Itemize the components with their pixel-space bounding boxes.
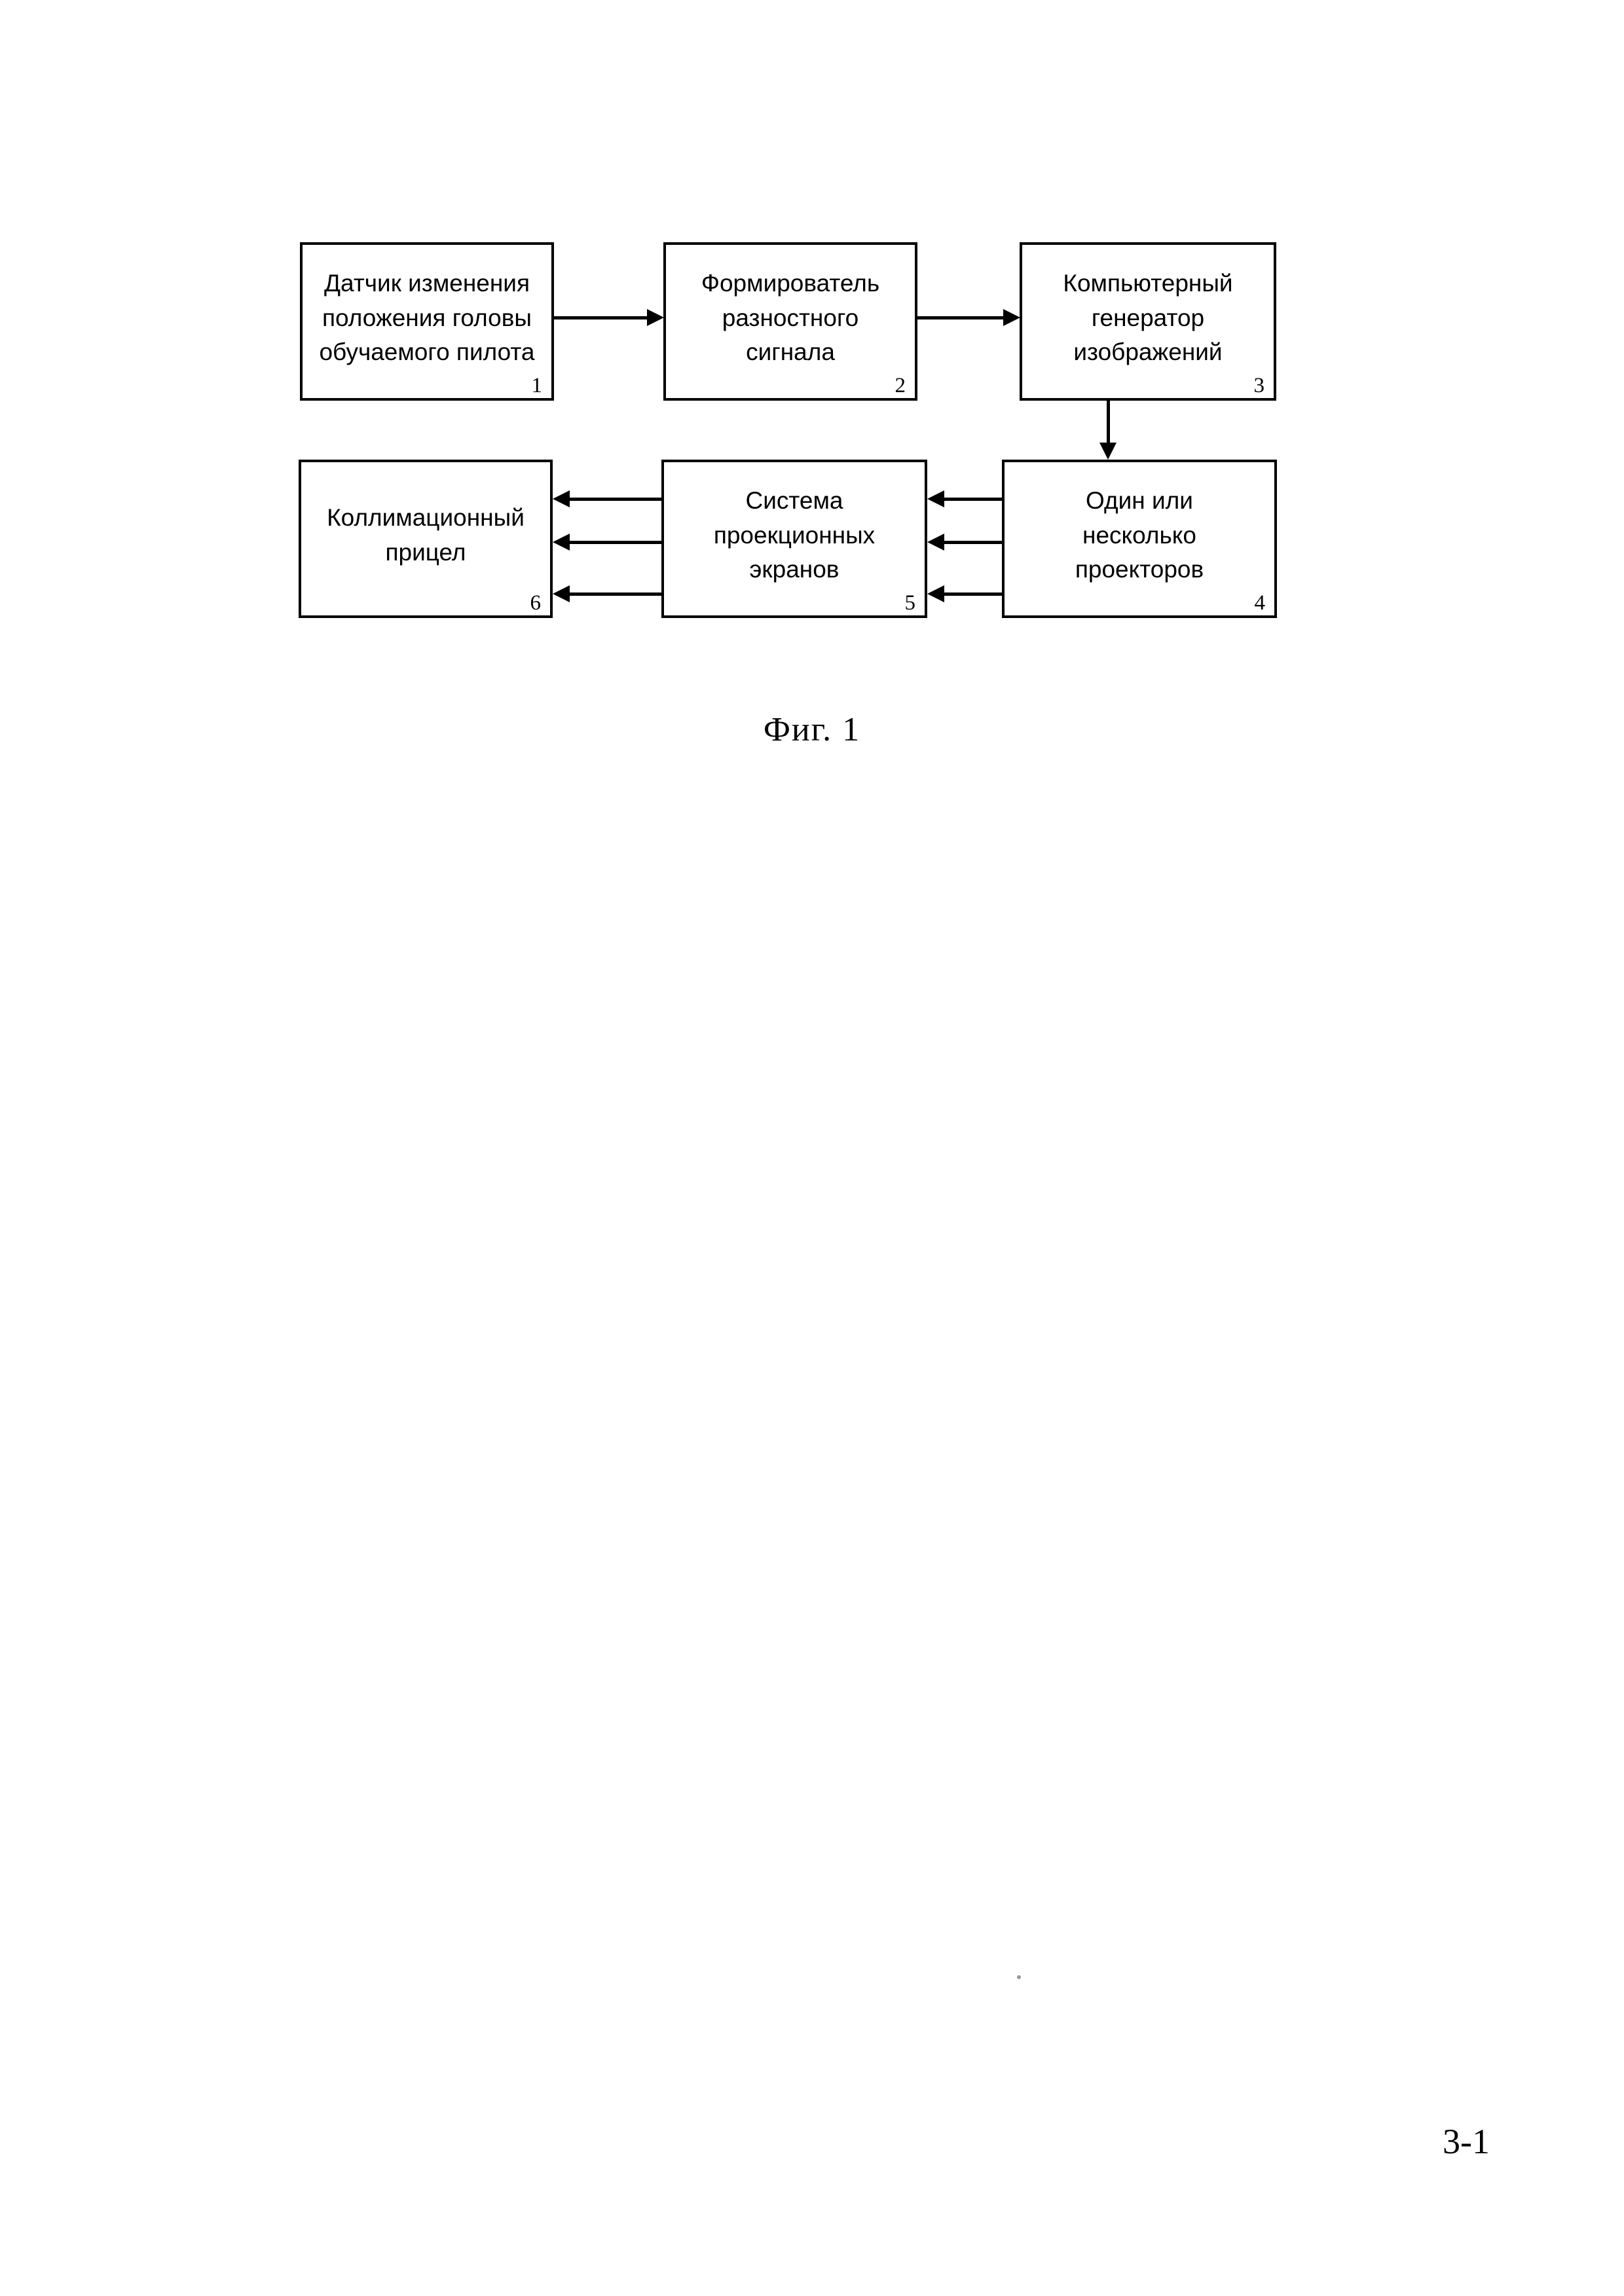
- connector-4-to-5-arrowhead-3: [927, 585, 944, 602]
- block-computer-image-generator: Компьютерный генератор изображений 3: [1020, 242, 1276, 401]
- connector-4-to-5-line-1: [944, 498, 1003, 501]
- connector-3-to-4-line: [1107, 401, 1110, 443]
- block-projection-screens-system: Система проекционных экранов 5: [661, 460, 927, 618]
- connector-5-to-6-arrowhead-1: [553, 490, 570, 507]
- block-label: Система проекционных экранов: [713, 487, 876, 583]
- connector-5-to-6-arrowhead-3: [553, 585, 570, 602]
- block-number: 3: [1253, 374, 1265, 397]
- connector-2-to-3-line: [917, 316, 1003, 319]
- page-number: 3-1: [1443, 2122, 1490, 2161]
- block-label: Коллимационный прицел: [327, 504, 525, 566]
- block-number: 4: [1254, 591, 1266, 615]
- connector-2-to-3-arrowhead: [1003, 309, 1020, 326]
- connector-5-to-6-line-3: [570, 592, 663, 596]
- connector-3-to-4-arrowhead: [1099, 443, 1116, 460]
- connector-5-to-6-arrowhead-2: [553, 534, 570, 551]
- block-number: 5: [904, 591, 916, 615]
- connector-5-to-6-line-2: [570, 541, 663, 544]
- connector-4-to-5-line-2: [944, 541, 1003, 544]
- connector-4-to-5-arrowhead-2: [927, 534, 944, 551]
- block-diagram: Датчик изменения положения головы обучае…: [0, 0, 1624, 818]
- block-number: 6: [530, 591, 542, 615]
- block-label: Датчик изменения положения головы обучае…: [319, 270, 535, 366]
- connector-1-to-2-line: [554, 316, 647, 319]
- block-difference-signal-former: Формирователь разностного сигнала 2: [663, 242, 917, 401]
- block-collimating-sight: Коллимационный прицел 6: [299, 460, 553, 618]
- connector-4-to-5-arrowhead-1: [927, 490, 944, 507]
- block-label: Один или несколько проекторов: [1075, 487, 1204, 583]
- stray-mark: [1017, 1975, 1021, 1979]
- block-label: Формирователь разностного сигнала: [701, 270, 880, 366]
- block-number: 2: [895, 374, 906, 397]
- connector-1-to-2-arrowhead: [647, 309, 664, 326]
- connector-4-to-5-line-3: [944, 592, 1003, 596]
- block-sensor-head-position: Датчик изменения положения головы обучае…: [300, 242, 554, 401]
- block-projectors: Один или несколько проекторов 4: [1002, 460, 1277, 618]
- block-number: 1: [531, 374, 543, 397]
- figure-caption: Фиг. 1: [763, 711, 861, 748]
- block-label: Компьютерный генератор изображений: [1063, 270, 1233, 366]
- connector-5-to-6-line-1: [570, 498, 663, 501]
